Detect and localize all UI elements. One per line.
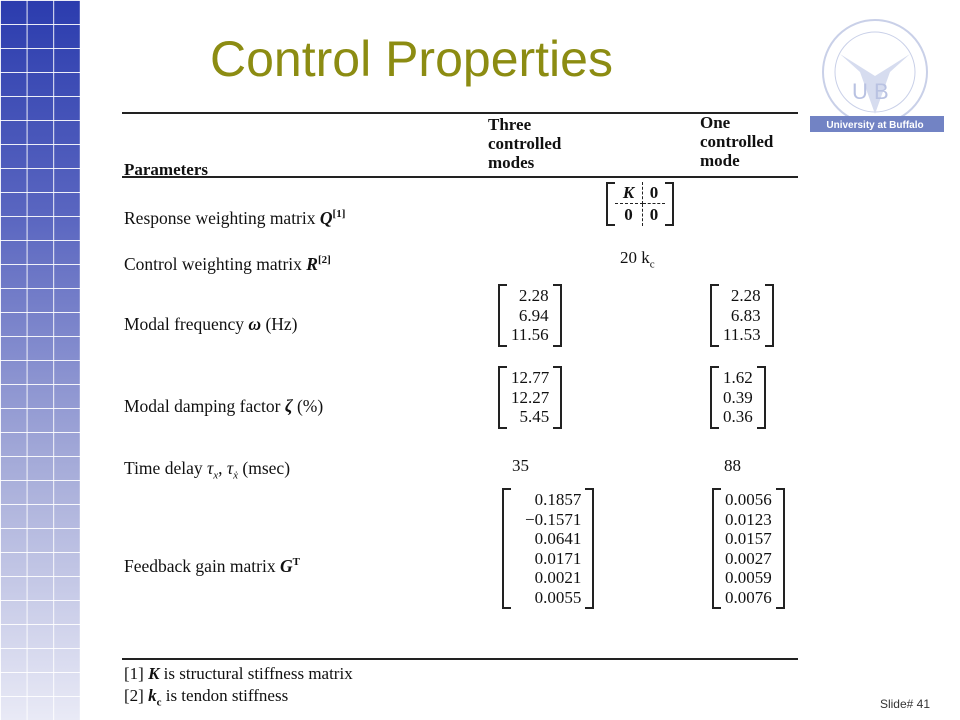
damping-matrix-one-mode: 1.62 0.39 0.36 bbox=[710, 366, 766, 429]
decorative-grid-strip bbox=[0, 0, 80, 720]
row-gain-label: Feedback gain matrix GT bbox=[124, 556, 300, 576]
damping-matrix-three-modes: 12.77 12.27 5.45 bbox=[498, 366, 563, 429]
row-delay-label: Time delay τx, τẋ (msec) bbox=[124, 458, 291, 482]
footnote-1: [1] K is structural stiffness matrix bbox=[124, 664, 353, 683]
control-weighting-value: 20 kc bbox=[620, 248, 655, 271]
frequency-matrix-one-mode: 2.28 6.83 11.53 bbox=[710, 284, 774, 347]
delay-one-mode: 88 bbox=[724, 456, 741, 475]
row-damping-label: Modal damping factor ζ (%) bbox=[124, 396, 324, 416]
row-frequency-label: Modal frequency ω (Hz) bbox=[124, 314, 298, 334]
delay-three-modes: 35 bbox=[512, 456, 529, 475]
row-response-label: Response weighting matrix Q[1] bbox=[124, 208, 346, 228]
gain-matrix-one-mode: 0.0056 0.0123 0.0157 0.0027 0.0059 0.007… bbox=[712, 488, 785, 609]
gain-matrix-three-modes: 0.1857 −0.1571 0.0641 0.0171 0.0021 0.00… bbox=[502, 488, 595, 609]
header-col1: Three controlled modes bbox=[488, 115, 562, 172]
footnote-2: [2] kc is tendon stiffness bbox=[124, 686, 289, 709]
table-bottom-rule bbox=[122, 658, 798, 660]
header-col2: One controlled mode bbox=[700, 113, 774, 170]
frequency-matrix-three-modes: 2.28 6.94 11.56 bbox=[498, 284, 562, 347]
header-rule bbox=[122, 176, 798, 178]
header-parameters: Parameters bbox=[124, 160, 209, 179]
row-control-label: Control weighting matrix R[2] bbox=[124, 254, 331, 274]
slide-number: Slide# 41 bbox=[879, 697, 930, 711]
scanned-table: Parameters Three controlled modes One co… bbox=[100, 100, 810, 720]
table-top-rule bbox=[122, 112, 798, 114]
university-logo: U B University at Buffalo bbox=[806, 19, 944, 132]
response-weighting-matrix: K 0 0 0 bbox=[606, 182, 674, 226]
logo-letters: U B bbox=[852, 79, 889, 104]
slide-title: Control Properties bbox=[210, 31, 613, 87]
logo-text: University at Buffalo bbox=[826, 120, 923, 131]
